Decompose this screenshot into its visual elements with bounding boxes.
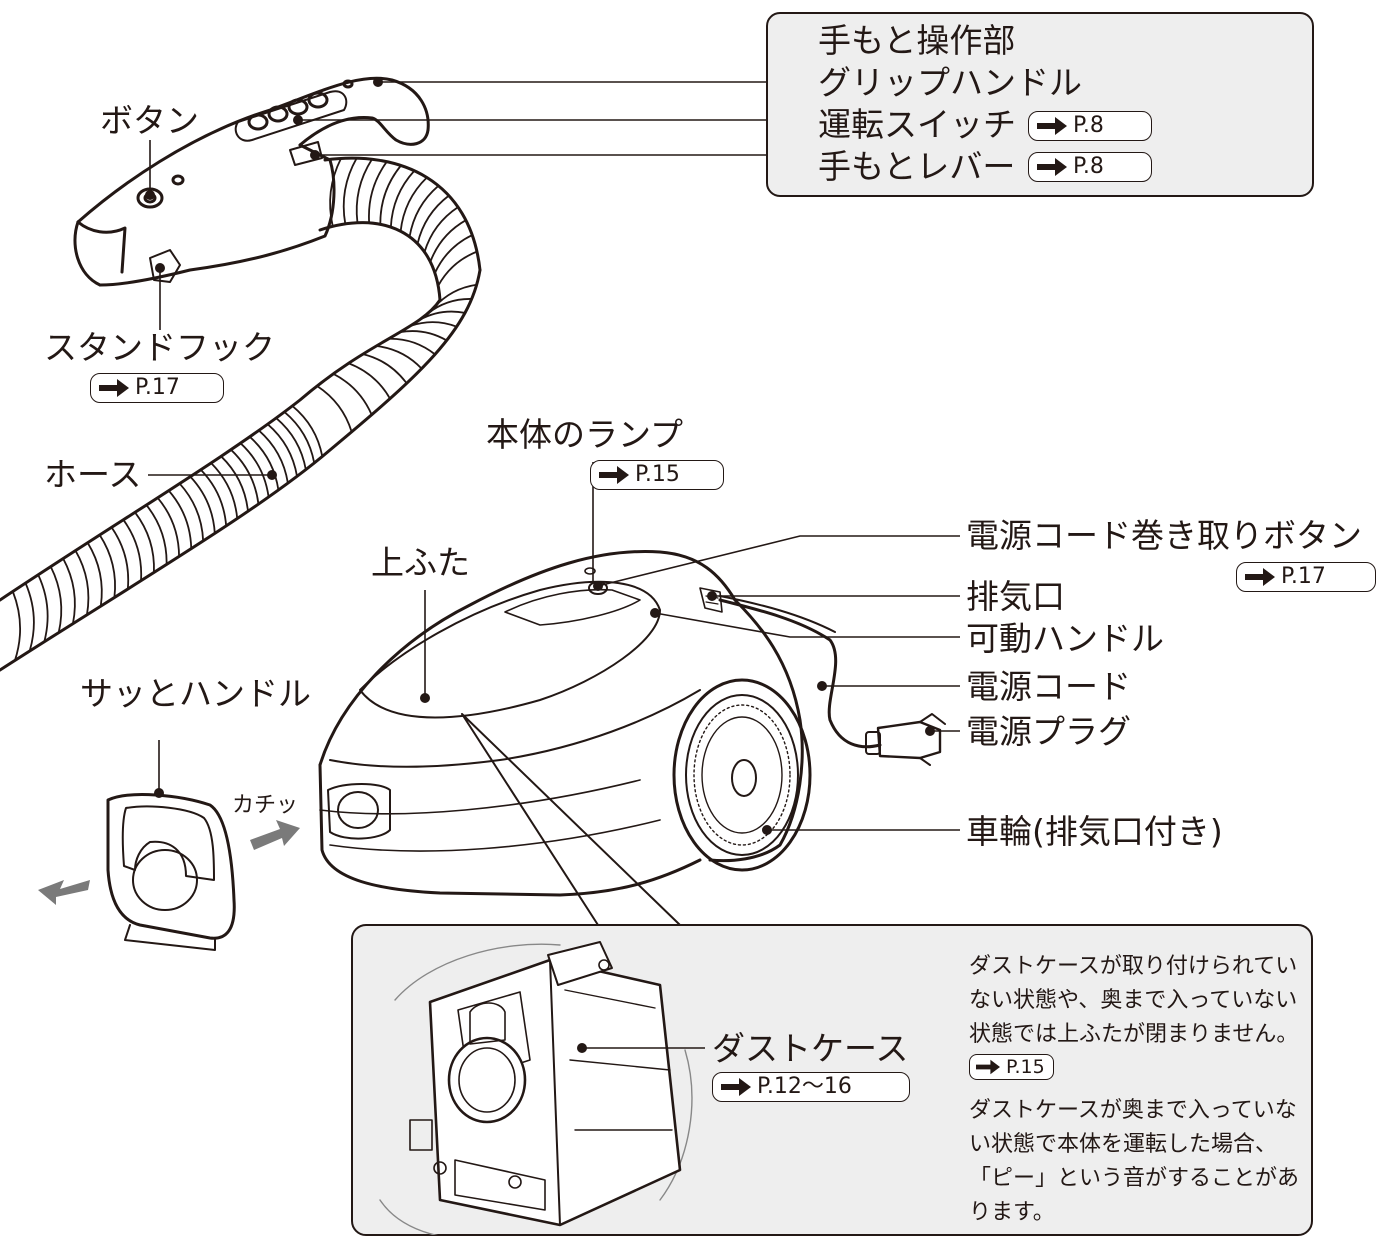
page-ref-run-switch[interactable]: P.8 xyxy=(1028,111,1152,141)
hose-rib xyxy=(347,362,391,400)
label-wheel: 車輪(排気口付き) xyxy=(966,812,1223,851)
hose-rib xyxy=(239,442,270,498)
hose-rib xyxy=(426,298,473,315)
hose-rib xyxy=(49,565,63,634)
label-hose: ホース xyxy=(44,455,142,494)
hose-rib xyxy=(220,455,249,513)
label-button: ボタン xyxy=(100,101,199,140)
hose-rib xyxy=(389,169,416,229)
dust-case-note: ダストケースが取り付けられていない状態や、奥まで入っていない状態では上ふたが閉ま… xyxy=(969,950,1309,1238)
leader-dots xyxy=(145,77,935,1053)
label-quick-handle: サッとハンドル xyxy=(80,674,311,713)
arrow-icon xyxy=(38,880,90,905)
right-arrow-icon xyxy=(721,1078,751,1096)
page-ref-lamp[interactable]: P.15 xyxy=(590,460,724,490)
label-power-cord: 電源コード xyxy=(966,667,1131,706)
hose-rib xyxy=(248,435,280,491)
hose-rib xyxy=(283,411,316,464)
right-arrow-icon xyxy=(599,466,629,484)
label-click-sound: カチッ xyxy=(232,793,299,818)
hose-rib xyxy=(122,518,143,582)
label-grip-handle: グリップハンドル xyxy=(818,63,1082,102)
hose-rib xyxy=(434,234,474,274)
label-movable-handle: 可動ハンドル xyxy=(966,619,1164,658)
hose-rib xyxy=(418,310,466,321)
hose-rib xyxy=(332,372,373,416)
vacuum-body-drawing xyxy=(318,550,946,897)
page-ref-hand-lever[interactable]: P.8 xyxy=(1028,152,1152,182)
hose-rib xyxy=(24,582,35,652)
label-power-plug: 電源プラグ xyxy=(966,712,1131,751)
note-paragraph-1: ダストケースが取り付けられていない状態や、奥まで入っていない状態では上ふたが閉ま… xyxy=(969,950,1309,1086)
label-hand-lever: 手もとレバー xyxy=(818,147,1016,186)
label-cord-rewind-button: 電源コード巻き取りボタン xyxy=(966,516,1362,555)
hose-rib xyxy=(11,590,22,662)
hose-rib xyxy=(408,184,440,238)
hose-rib xyxy=(433,283,478,309)
hose-rib xyxy=(178,482,205,542)
hose-rib xyxy=(342,157,358,225)
page-ref-cord-rewind-button[interactable]: P.17 xyxy=(1236,562,1376,592)
hose-rib xyxy=(110,526,130,590)
hose-rib xyxy=(156,496,180,558)
hose-rib xyxy=(423,206,459,253)
hose-rib xyxy=(316,385,353,433)
right-arrow-icon xyxy=(976,1059,1000,1075)
leader-lines xyxy=(148,81,960,1049)
hose-rib xyxy=(62,557,76,625)
hose-rib xyxy=(387,337,436,356)
hose-rib xyxy=(98,534,116,599)
hose-drawing xyxy=(0,156,482,672)
right-arrow-icon xyxy=(99,379,129,397)
label-dust-case: ダストケース xyxy=(712,1029,909,1068)
hose-rib xyxy=(379,164,402,226)
page-ref-dust-case[interactable]: P.12～16 xyxy=(712,1072,910,1102)
note-paragraph-2: ダストケースが奥まで入っていない状態で本体を運転した場合、「ピー」という音がする… xyxy=(969,1098,1300,1225)
hose-rib xyxy=(266,423,298,478)
hose-rib xyxy=(362,353,408,385)
hose-rib xyxy=(375,345,423,370)
hose-rib xyxy=(355,158,373,224)
label-handle-controls: 手もと操作部 xyxy=(818,21,1016,60)
hose-rib xyxy=(145,504,168,566)
hose-rib xyxy=(429,219,467,263)
hose-rib xyxy=(409,321,458,328)
hose-rib xyxy=(167,489,193,550)
quick-handle-drawing xyxy=(106,793,236,951)
hose-rib xyxy=(399,330,448,342)
label-exhaust-port: 排気口 xyxy=(966,577,1065,616)
hand-grip-drawing xyxy=(73,76,430,287)
right-arrow-icon xyxy=(1245,568,1275,586)
right-arrow-icon xyxy=(1037,117,1067,135)
hose-rib xyxy=(437,250,478,287)
hose-rib xyxy=(368,160,388,224)
right-arrow-icon xyxy=(1037,158,1067,176)
hose-rib xyxy=(37,573,49,643)
hose-rib xyxy=(257,429,289,485)
hose-rib xyxy=(275,417,307,471)
hose-rib xyxy=(86,541,103,607)
label-stand-hook: スタンドフック xyxy=(44,328,275,367)
hose-rib xyxy=(134,511,155,574)
page-ref-note[interactable]: P.15 xyxy=(969,1054,1054,1080)
arrow-icon xyxy=(250,820,300,850)
hose-rib xyxy=(74,549,90,616)
label-top-lid: 上ふた xyxy=(371,543,470,582)
hose-rib xyxy=(210,462,239,520)
hose-rib xyxy=(416,194,450,245)
hose-rib xyxy=(399,176,428,233)
label-run-switch: 運転スイッチ xyxy=(818,105,1016,144)
page-ref-stand-hook[interactable]: P.17 xyxy=(90,373,224,403)
label-lamp: 本体のランプ xyxy=(486,415,684,454)
hose-rib xyxy=(189,475,216,535)
hose-rib xyxy=(291,405,324,458)
